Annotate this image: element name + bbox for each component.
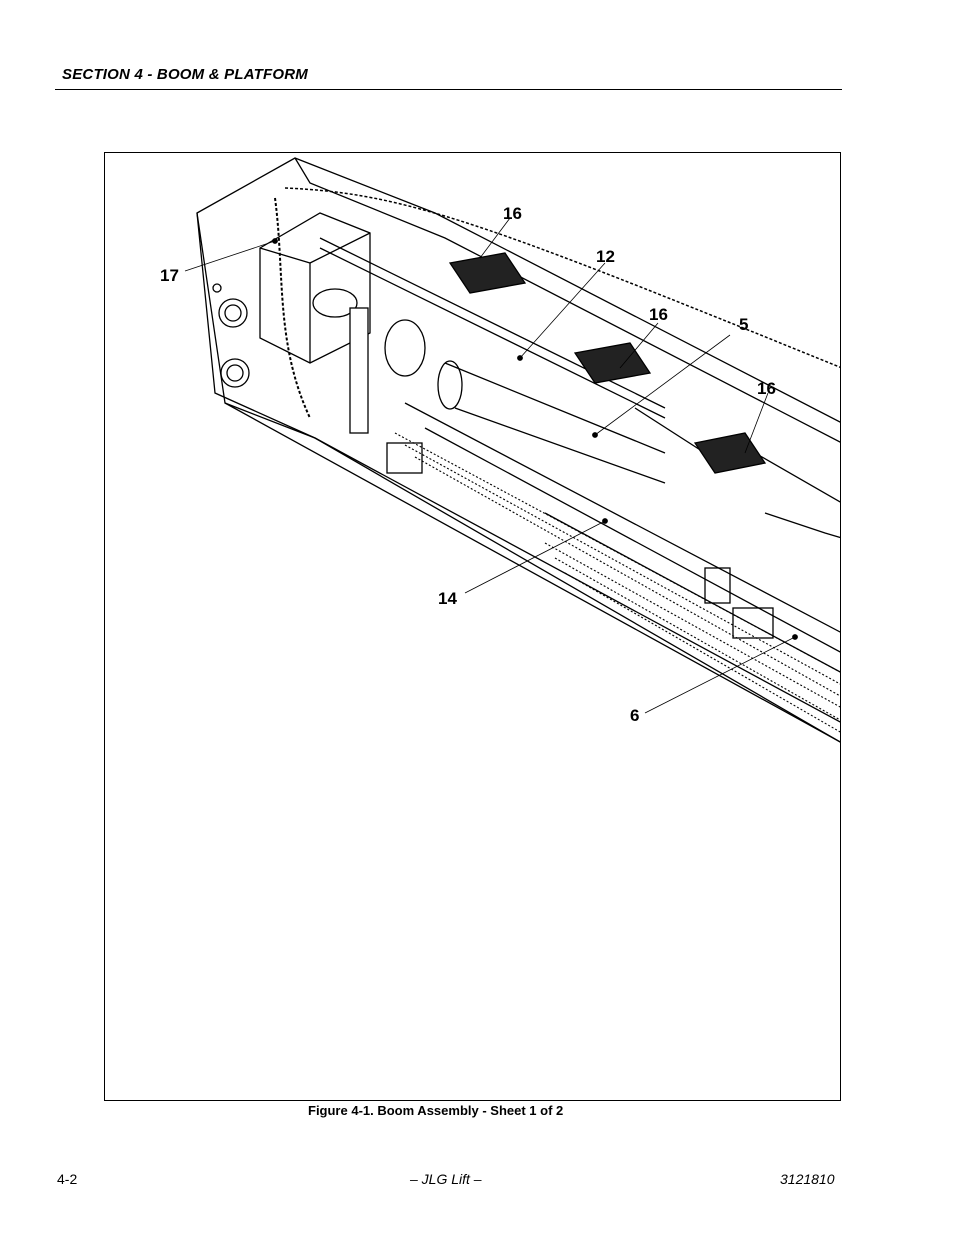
callout-14: 14	[438, 589, 457, 608]
figure-caption: Figure 4-1. Boom Assembly - Sheet 1 of 2	[308, 1103, 564, 1118]
callout-16-middle: 16	[649, 305, 668, 324]
section-title: SECTION 4 - BOOM & PLATFORM	[62, 66, 308, 83]
callout-5: 5	[739, 315, 749, 334]
figure-frame: 16 12 17 16 5 16 14 6	[104, 152, 841, 1101]
boom-assembly-illustration	[184, 157, 840, 743]
footer-title: – JLG Lift –	[410, 1171, 482, 1187]
callout-16-top: 16	[503, 204, 522, 223]
page-number: 4-2	[57, 1171, 78, 1187]
document-number: 3121810	[780, 1171, 835, 1187]
callout-12: 12	[596, 247, 615, 266]
callout-17: 17	[160, 266, 179, 285]
header-rule	[55, 89, 842, 90]
callout-6: 6	[630, 706, 640, 725]
callout-16-right: 16	[757, 379, 776, 398]
